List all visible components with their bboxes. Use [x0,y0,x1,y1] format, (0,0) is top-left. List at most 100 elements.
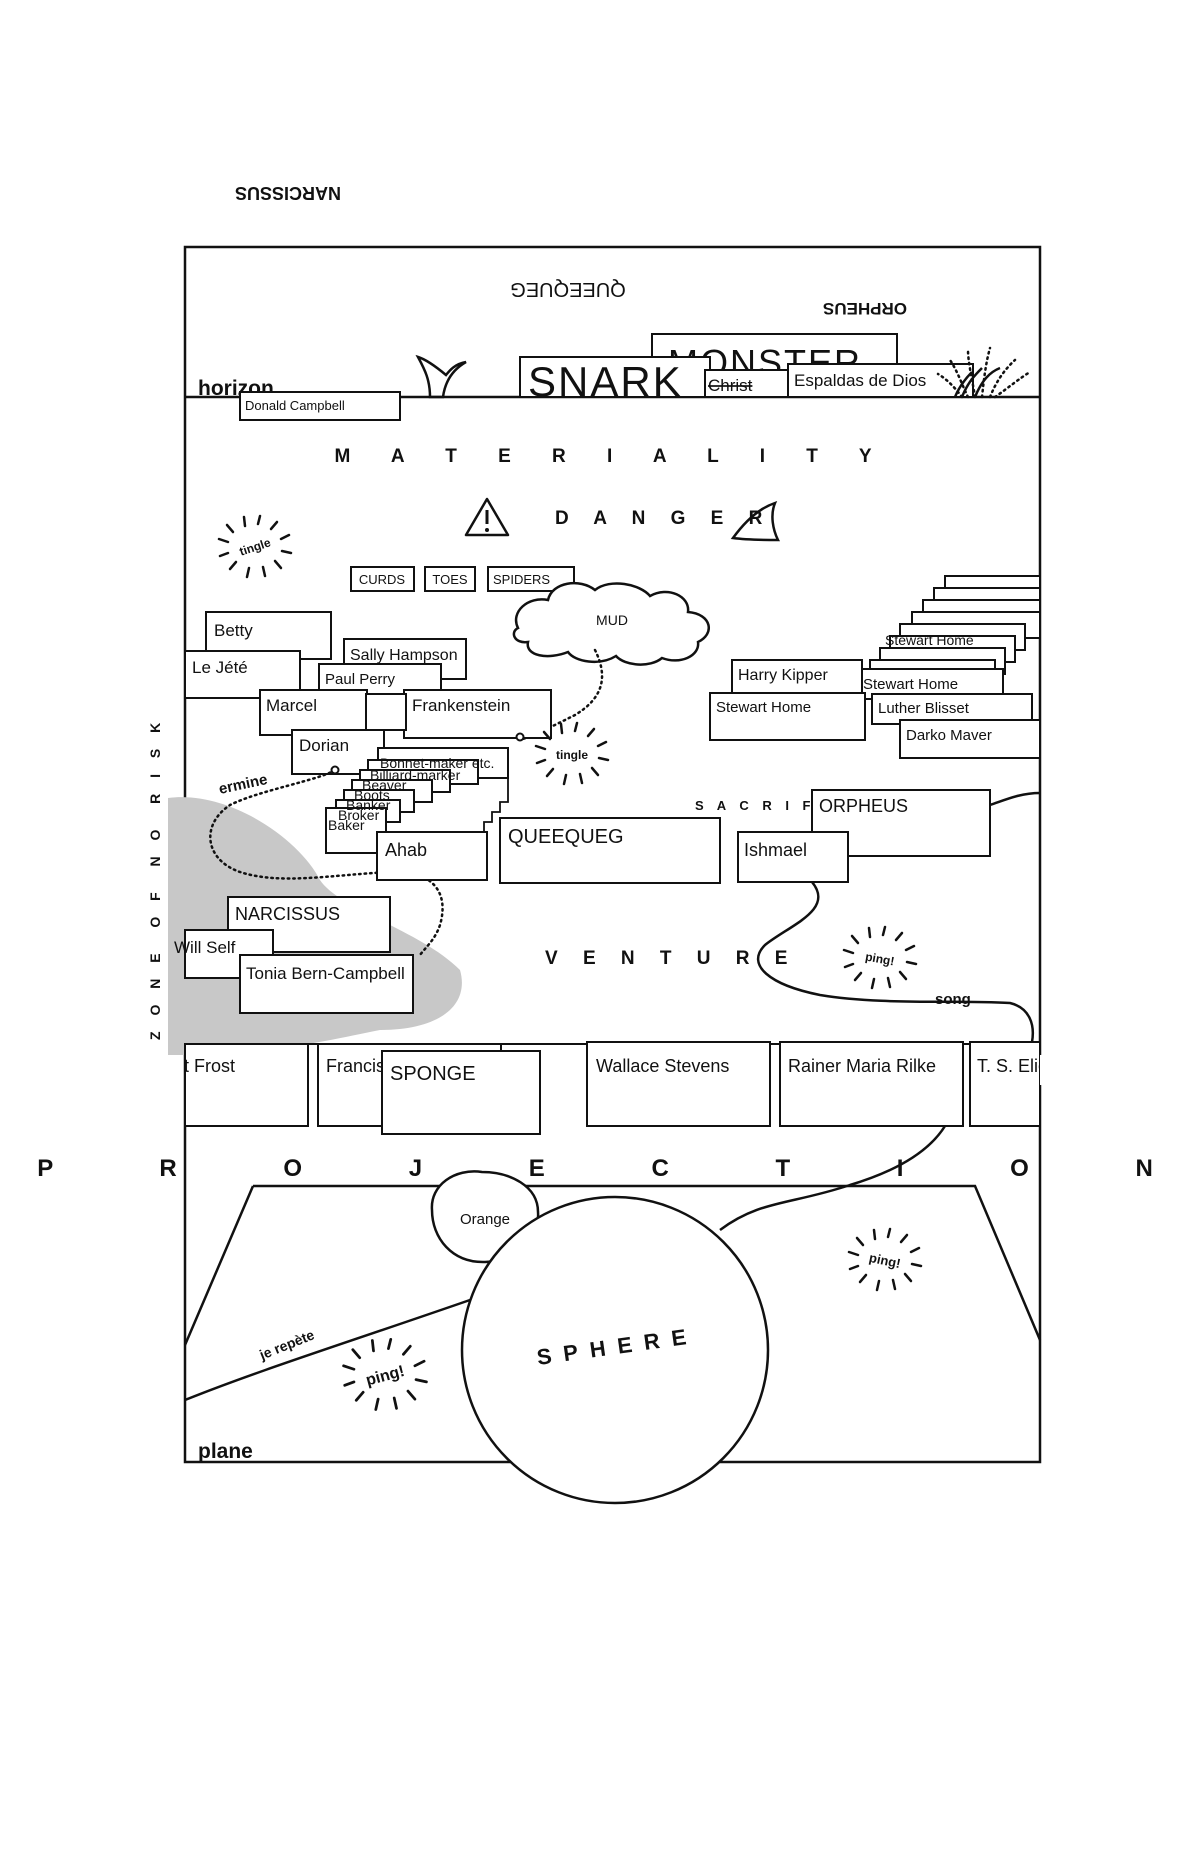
ishmael-label: Ishmael [744,840,807,860]
ping-burst-2: ping! [847,1227,923,1292]
stewart-home-label-2: Stewart Home [863,676,958,693]
beaver-label: Beaver [362,777,407,793]
plane-label: plane [198,1440,253,1463]
marcel-label: Marcel [266,696,317,715]
tingle-label-1: tingle [238,535,273,558]
frost-box [184,1043,309,1127]
stewart-home-main-box [709,692,866,741]
banker-label: Banker [346,797,391,813]
danger-zone-label: D A N G E R [555,508,772,529]
hunting-party-stack [325,747,509,854]
curds-box [350,566,415,592]
warning-triangle-dot [485,528,489,532]
christ-label: Christ [708,376,753,395]
je-repete-line [184,1298,471,1402]
stewart-home-stack [869,575,1041,687]
tonia-bern-campbell-box [239,954,414,1014]
song-label: song [935,991,971,1008]
betty-label: Betty [214,621,253,640]
dorian-label: Dorian [299,736,349,755]
broker-label: Broker [338,807,380,823]
darko-maver-box [899,719,1041,759]
sphere-circle [460,1195,770,1505]
curds-label: CURDS [359,572,406,587]
mud-cloud [512,582,710,666]
stewart-home-stack-label: Stewart Home [885,632,974,648]
paul-perry-label: Paul Perry [325,671,396,688]
espaldas-label: Espaldas de Dios [794,371,926,390]
orpheus-river [989,791,1041,807]
snark-box [519,356,711,398]
fountain-base-icon [953,366,1001,398]
zone-of-no-risk-label: Z O N E O F N O R I S K [147,717,163,1040]
fountain-icon [936,346,1032,399]
le-jete-label: Le Jété [192,658,248,677]
ahab-box [376,831,488,881]
spiders-label: SPIDERS [493,572,550,587]
warning-triangle-icon [464,497,510,537]
narcissus-label: NARCISSUS [235,904,340,924]
ping-burst-1: ping! [842,925,918,990]
orange-label: Orange [460,1211,510,1228]
rilke-label: Rainer Maria Rilke [788,1056,936,1076]
frost-label: t Frost [184,1056,235,1076]
ping-label-2: ping! [868,1250,902,1271]
boots-label: Boots [354,787,390,803]
donald-campbell-box [239,391,401,421]
shark-fin-icon [730,500,781,542]
snark-label: SNARK [528,358,683,405]
whale-tail-icon [415,354,467,399]
mud-label: MUD [596,612,628,628]
sally-hampson-label: Sally Hampson [350,647,458,664]
trail-node-1 [330,765,340,775]
ping-label-1: ping! [864,950,895,969]
ahab-label: Ahab [385,840,427,860]
frankenstein-box [403,689,552,739]
song-river [757,881,1034,1043]
venture-zone-label: V E N T U R E [545,948,797,969]
frankenstein-label: Frankenstein [412,696,510,715]
tingle-burst-1: tingle [217,514,293,579]
billiard-marker-label: Billiard-marker [370,767,461,783]
harry-kipper-label: Harry Kipper [738,667,828,684]
projection-river [719,1125,947,1232]
rilke-box [779,1041,964,1127]
tingle-burst-2: tingle [534,721,610,786]
mirrored-narcissus: NARCISSUS [235,183,341,203]
wallace-stevens-label: Wallace Stevens [596,1056,729,1076]
eliot-mask [1040,1055,1080,1085]
mirrored-orpheus: ORPHEUS [823,299,907,318]
ermine-trail [209,768,444,957]
christ-box [704,369,791,398]
luther-blisset-label: Luther Blisset [878,700,970,717]
tingle-label-2: tingle [556,748,588,762]
toes-label: TOES [432,572,467,587]
je-repete-label: je repète [256,1326,317,1363]
materiality-zone-label: M A T E R I A L I T Y [335,446,890,467]
queequeg-label: QUEEQUEG [508,826,624,848]
projection-zone-label: P R O J E C T I O N [37,1155,1200,1182]
eliot-box [969,1041,1041,1127]
toes-box [424,566,476,592]
donald-campbell-label: Donald Campbell [245,398,345,413]
wallace-stevens-box [586,1041,771,1127]
ping-label-3: ping! [364,1362,407,1390]
ping-burst-3: ping! [342,1337,428,1411]
baker-label: Baker [328,817,365,833]
will-self-label: Will Self [174,938,236,957]
sponge-label: SPONGE [390,1063,476,1085]
sponge-box [381,1050,541,1135]
francis-label: Francis [326,1056,385,1076]
stewart-home-main-label: Stewart Home [716,699,811,716]
queequeg-box [499,817,721,884]
harry-kipper-box [731,659,863,698]
trail-node-2 [515,732,525,742]
eliot-label: T. S. Eliot [977,1056,1053,1076]
mirrored-queequeg: QUEEQUEG [510,278,626,300]
mud-trail [518,648,604,742]
tonia-bern-campbell-label: Tonia Bern-Campbell [246,964,405,983]
orpheus-label: ORPHEUS [819,796,908,816]
darko-maver-label: Darko Maver [906,727,992,744]
ishmael-box [737,831,849,883]
